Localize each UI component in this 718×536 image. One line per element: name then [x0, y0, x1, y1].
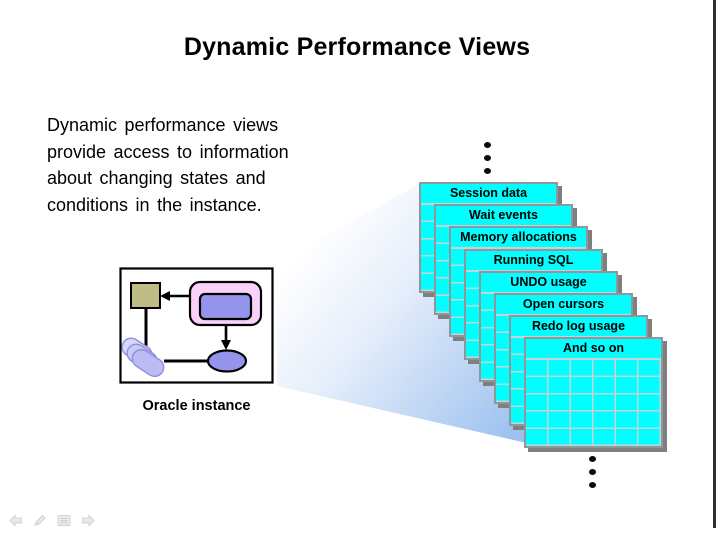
- view-card-grid: [496, 316, 631, 402]
- diagram-ellipse: [206, 349, 248, 373]
- slide-right-border: [713, 0, 716, 528]
- beam-polygon: [277, 183, 566, 452]
- dot: [589, 482, 596, 488]
- dot: [484, 168, 491, 174]
- view-card-grid: [481, 293, 616, 380]
- view-card-label: Running SQL: [466, 250, 601, 272]
- ellipsis-top: [484, 142, 491, 181]
- nav-pen-button[interactable]: [32, 513, 48, 528]
- view-card: And so on: [524, 337, 663, 449]
- pen-icon: [34, 514, 46, 526]
- nav-forward-button[interactable]: [80, 513, 96, 528]
- view-card: Running SQL: [464, 248, 603, 360]
- ellipsis-bottom: [589, 456, 596, 495]
- diagram-disk-stack: [121, 337, 165, 378]
- view-card-label: Session data: [421, 184, 556, 205]
- diagram-caption: Oracle instance: [142, 398, 251, 414]
- view-card-label: Redo log usage: [511, 317, 646, 339]
- view-card: Session data: [419, 182, 558, 293]
- dot: [484, 155, 491, 161]
- dot: [589, 456, 596, 462]
- back-arrow-icon: [9, 514, 22, 527]
- diagram-frame: [119, 267, 274, 384]
- body-text: Dynamic performance views provide access…: [47, 115, 289, 215]
- nav-menu-button[interactable]: [56, 513, 72, 528]
- view-card: Memory allocations: [449, 226, 588, 338]
- view-card-label: UNDO usage: [481, 272, 616, 294]
- slideshow-nav-toolbar: [8, 513, 96, 528]
- view-card: Redo log usage: [509, 315, 648, 427]
- diagram-square: [130, 282, 161, 309]
- diagram-inner-box: [198, 292, 253, 321]
- forward-arrow-icon: [82, 514, 95, 527]
- view-card-grid: [436, 227, 571, 314]
- connector-arrowhead-left: [160, 291, 170, 301]
- view-card: Open cursors: [494, 293, 633, 404]
- view-card-grid: [526, 360, 661, 447]
- dot: [484, 142, 491, 148]
- view-card-grid: [451, 249, 586, 336]
- view-card-label: And so on: [526, 339, 661, 361]
- slide-title: Dynamic Performance Views: [183, 33, 531, 61]
- dot: [589, 469, 596, 475]
- view-card-label: Wait events: [436, 206, 571, 228]
- view-card-label: Memory allocations: [451, 228, 586, 250]
- view-card: Wait events: [434, 204, 573, 316]
- view-card: UNDO usage: [479, 270, 618, 382]
- nav-back-button[interactable]: [8, 513, 24, 528]
- view-card-grid: [511, 338, 646, 425]
- view-card-label: Open cursors: [496, 295, 631, 316]
- view-card-grid: [466, 271, 601, 358]
- diagram-rounded-box: [188, 280, 263, 327]
- connector-arrowhead-down: [221, 340, 231, 350]
- view-card-grid: [421, 205, 556, 291]
